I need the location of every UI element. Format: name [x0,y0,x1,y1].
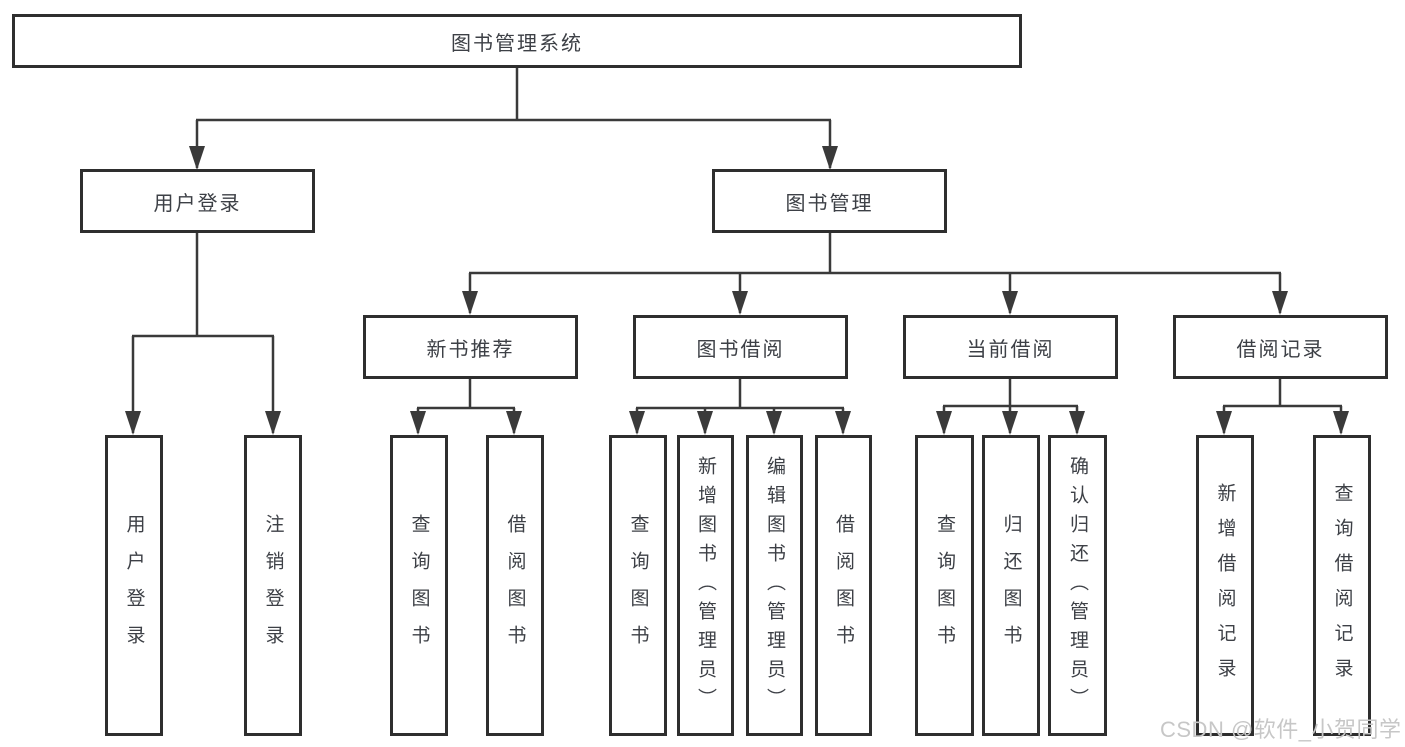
leaf-borrowing-add-books-admin: 新增图书（管理员） [677,435,734,736]
leaf-borrowing-edit-books-admin: 编辑图书（管理员） [746,435,803,736]
node-user-login: 用户登录 [80,169,315,233]
node-book-management: 图书管理 [712,169,947,233]
node-borrowing-records: 借阅记录 [1173,315,1388,379]
leaf-recommend-query-books: 查询图书 [390,435,448,736]
node-new-book-recommend: 新书推荐 [363,315,578,379]
leaf-current-query-books: 查询图书 [915,435,974,736]
leaf-current-return-books: 归还图书 [982,435,1040,736]
leaf-user-login: 用户登录 [105,435,163,736]
leaf-records-query-record: 查询借阅记录 [1313,435,1371,736]
node-book-borrowing: 图书借阅 [633,315,848,379]
leaf-recommend-borrow-books: 借阅图书 [486,435,544,736]
leaf-current-confirm-return-admin: 确认归还（管理员） [1048,435,1107,736]
leaf-borrowing-query-books: 查询图书 [609,435,667,736]
leaf-records-add-record: 新增借阅记录 [1196,435,1254,736]
leaf-logout: 注销登录 [244,435,302,736]
csdn-watermark: CSDN @软件_小贺同学 [1160,717,1402,742]
node-root-library-management-system: 图书管理系统 [12,14,1022,68]
leaf-borrowing-borrow-books: 借阅图书 [815,435,872,736]
node-current-borrowing: 当前借阅 [903,315,1118,379]
